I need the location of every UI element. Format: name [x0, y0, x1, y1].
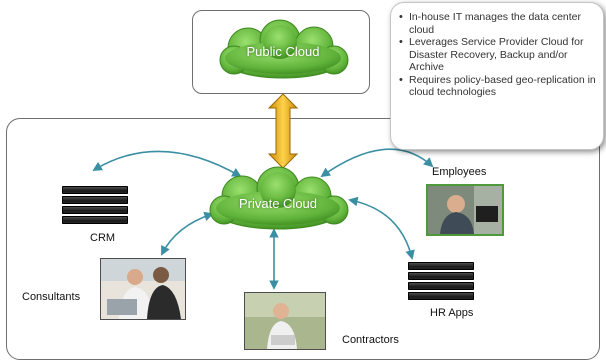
crm-label: CRM — [90, 232, 116, 244]
hr-apps-label: HR Apps — [430, 307, 474, 319]
arrow-to-consultants — [161, 211, 214, 256]
consultants-people-icon — [101, 259, 185, 319]
contractors-photo — [244, 292, 326, 350]
note-item: Requires policy-based geo-replication in… — [399, 74, 597, 99]
arrow-to-crm — [92, 150, 242, 177]
public-cloud-label: Public Cloud — [246, 44, 320, 59]
consultants-photo — [100, 258, 186, 320]
consultants-label: Consultants — [22, 291, 81, 303]
employees-label: Employees — [432, 166, 487, 178]
employees-photo — [426, 184, 504, 236]
public-cloud-icon — [219, 19, 349, 79]
employees-person-icon — [428, 186, 502, 234]
private-cloud-icon — [209, 166, 349, 230]
crm-server-icon — [62, 186, 128, 226]
private-cloud-label: Private Cloud — [238, 196, 318, 211]
hr-apps-server-icon — [408, 262, 474, 302]
arrow-to-hr-apps — [348, 196, 415, 260]
contractors-person-icon — [245, 293, 325, 349]
note-item: Leverages Service Provider Cloud for Dis… — [399, 36, 597, 74]
note-item: In-house IT manages the data center clou… — [399, 11, 597, 36]
notes-callout: In-house IT manages the data center clou… — [390, 2, 604, 150]
arrow-to-employees — [320, 148, 434, 178]
public-private-link-arrow — [267, 93, 299, 169]
contractors-label: Contractors — [342, 334, 399, 346]
